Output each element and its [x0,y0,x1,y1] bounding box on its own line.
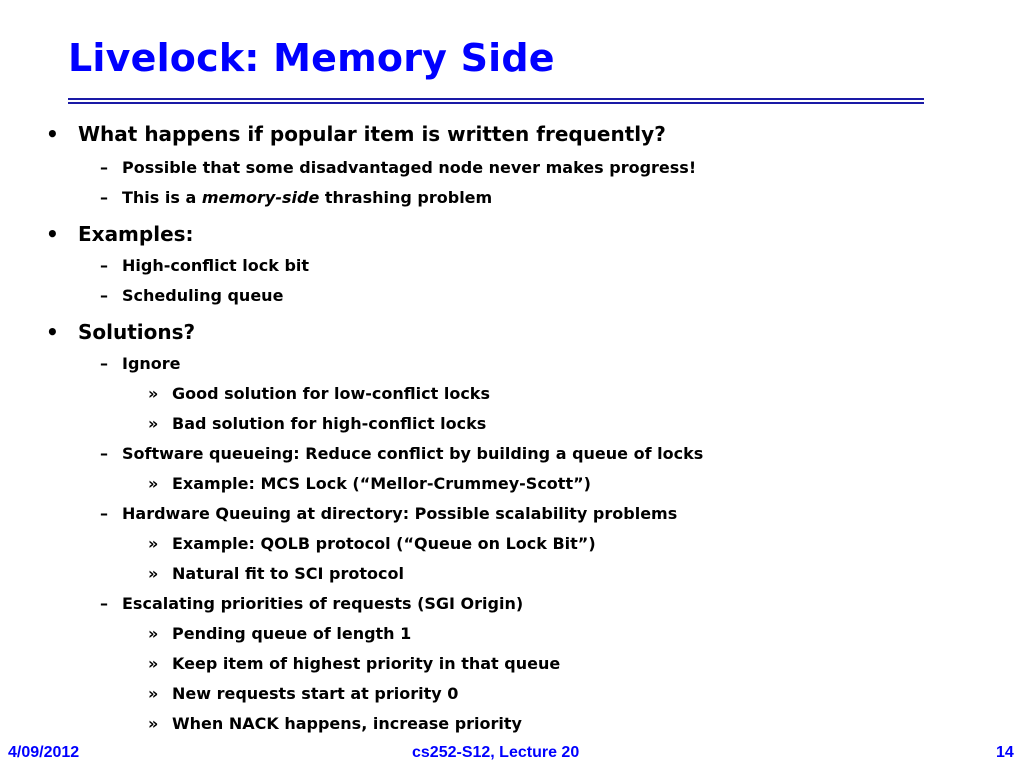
bullet-level-3-marker: » [148,624,159,643]
bullet-level-3-marker: » [148,654,159,673]
bullet-level-1-marker: • [46,222,59,246]
bullet-level-3-text: Pending queue of length 1 [172,624,412,643]
emphasis-term: memory-side [201,188,320,207]
line-prefix: This is a [122,188,202,207]
bullet-level-3-text: Bad solution for high-conflict locks [172,414,487,433]
bullet-level-3-text: Keep item of highest priority in that qu… [172,654,561,673]
bullet-level-3-marker: » [148,474,159,493]
bullet-level-3-marker: » [148,714,159,733]
bullet-level-2-marker: – [100,444,108,463]
bullet-level-2-marker: – [100,158,108,177]
bullet-level-3-marker: » [148,534,159,553]
slide-title: Livelock: Memory Side [68,36,555,80]
title-underline-top [68,98,924,100]
bullet-level-1-text: Solutions? [78,320,196,344]
line-suffix: thrashing problem [319,188,493,207]
bullet-level-3-marker: » [148,564,159,583]
bullet-level-2-text: This is a memory-side thrashing problem [122,188,492,207]
bullet-level-2-marker: – [100,256,108,275]
bullet-level-3-text: Natural fit to SCI protocol [172,564,404,583]
footer-course: cs252-S12, Lecture 20 [412,744,580,761]
bullet-level-2-text: Hardware Queuing at directory: Possible … [122,504,678,523]
bullet-level-1-marker: • [46,320,59,344]
bullet-level-3-text: New requests start at priority 0 [172,684,459,703]
bullet-level-2-marker: – [100,504,108,523]
bullet-level-2-text: High-conflict lock bit [122,256,310,275]
bullet-level-2-marker: – [100,354,108,373]
bullet-level-2-marker: – [100,594,108,613]
bullet-level-2-text: Ignore [122,354,181,373]
bullet-level-1-text: Examples: [78,222,194,246]
title-underline-bottom [68,102,924,104]
bullet-level-2-text: Possible that some disadvantaged node ne… [122,158,697,177]
bullet-level-3-text: Example: QOLB protocol (“Queue on Lock B… [172,534,596,553]
bullet-level-2-text: Scheduling queue [122,286,284,305]
footer-page-number: 14 [996,744,1014,761]
bullet-level-2-text: Software queueing: Reduce conflict by bu… [122,444,704,463]
bullet-level-3-text: Example: MCS Lock (“Mellor-Crummey-Scott… [172,474,591,493]
bullet-level-2-marker: – [100,188,108,207]
bullet-level-3-text: When NACK happens, increase priority [172,714,522,733]
bullet-level-2-marker: – [100,286,108,305]
footer-date: 4/09/2012 [8,744,80,761]
bullet-level-1-text: What happens if popular item is written … [78,122,666,146]
bullet-level-1-marker: • [46,122,59,146]
bullet-level-3-marker: » [148,384,159,403]
bullet-level-3-text: Good solution for low-conflict locks [172,384,490,403]
bullet-level-3-marker: » [148,414,159,433]
bullet-level-3-marker: » [148,684,159,703]
bullet-level-2-text: Escalating priorities of requests (SGI O… [122,594,524,613]
